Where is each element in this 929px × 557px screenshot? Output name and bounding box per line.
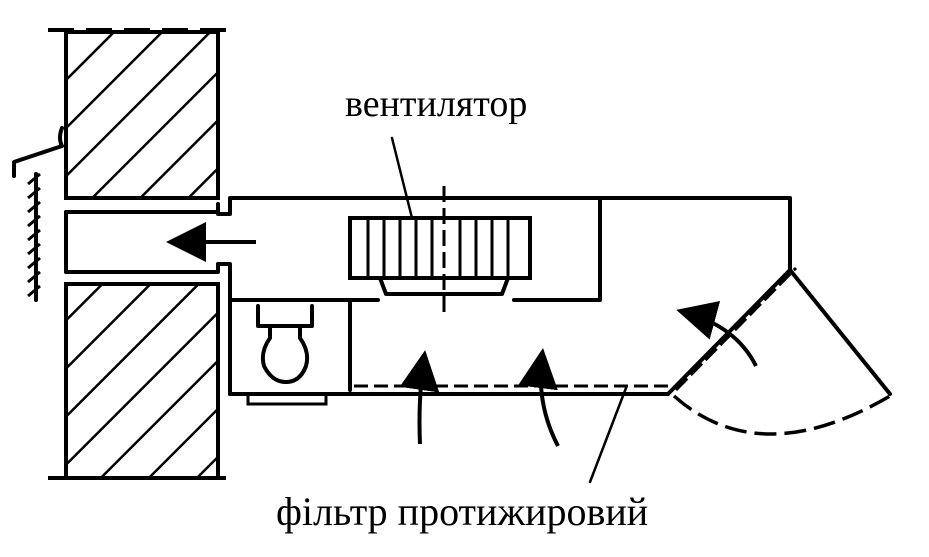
lamp-cover — [246, 392, 328, 406]
wall-lower-block — [64, 282, 220, 480]
fan — [348, 136, 532, 318]
wall — [48, 28, 232, 480]
lamp — [256, 304, 314, 384]
hinged-visor — [666, 266, 892, 436]
airflow-arrow-2 — [518, 348, 560, 447]
grease-filter-label: фільтр протижировий — [276, 489, 649, 534]
filter-label-leader — [588, 386, 628, 484]
wall-upper-block — [64, 30, 220, 200]
fan-label-leader — [390, 136, 414, 220]
airflow-arrows — [399, 301, 758, 447]
exterior-grille — [12, 126, 64, 302]
airflow-arrow-1 — [399, 350, 440, 445]
hood-body — [216, 196, 792, 406]
fan-impeller — [348, 216, 532, 280]
fan-label: вентилятор — [345, 83, 528, 125]
